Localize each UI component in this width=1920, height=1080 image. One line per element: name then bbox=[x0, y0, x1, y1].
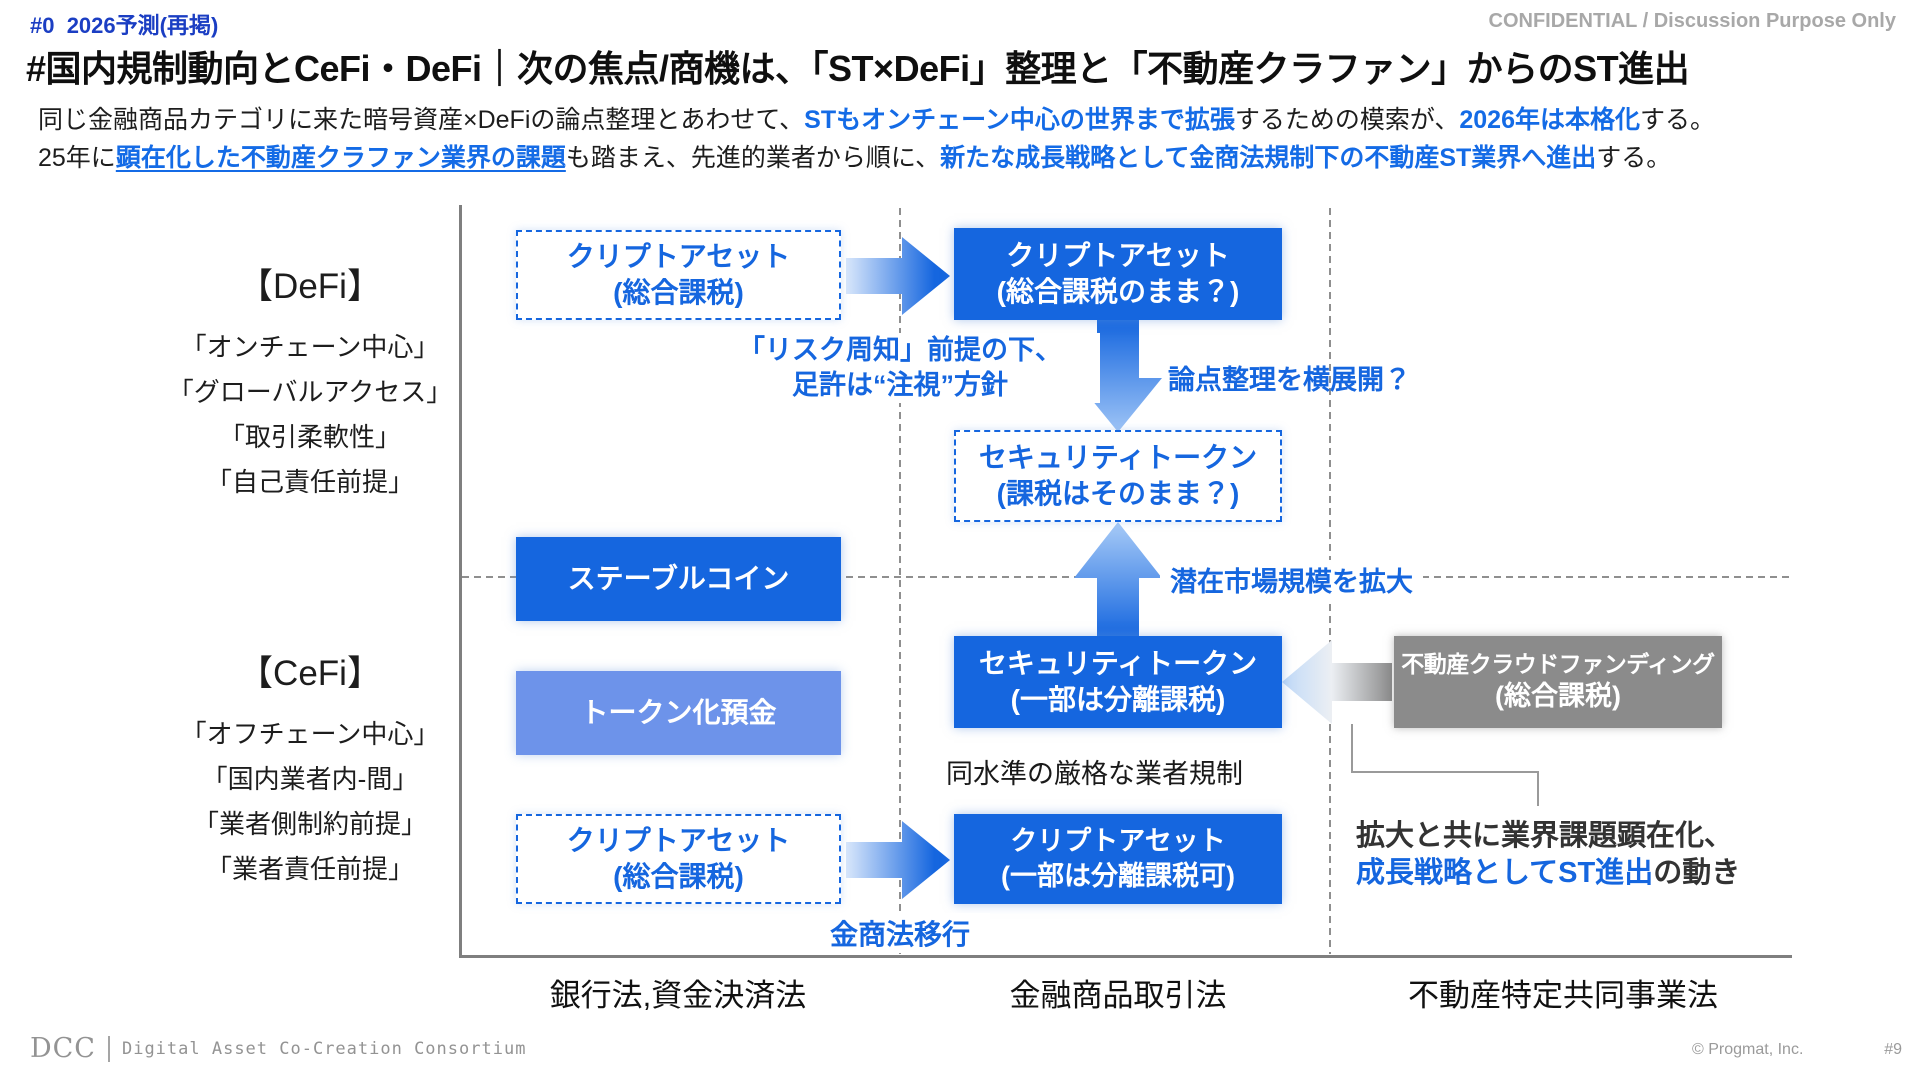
cross-deploy-note: 論点整理を横展開？ bbox=[1168, 365, 1411, 395]
expand-note: 拡大と共に業界課題顕在化、 成長戦略としてST進出の動き bbox=[1356, 820, 1741, 889]
footer-divider bbox=[107, 1035, 110, 1062]
lead-paragraph: 同じ金融商品カテゴリに来た暗号資産×DeFiの論点整理とあわせて、STもオンチェ… bbox=[38, 101, 1908, 177]
footer-logo-block: DCC Digital Asset Co-Creation Consortium bbox=[30, 1033, 526, 1064]
arrow-down-icon bbox=[1074, 320, 1162, 432]
defi-title: 【DeFi】 bbox=[238, 267, 382, 306]
defi-item: 「取引柔軟性」 bbox=[218, 422, 401, 452]
arrow-up-icon bbox=[1074, 522, 1162, 638]
fiea-shift-note: 金商法移行 bbox=[810, 913, 990, 953]
slide-tag: #0 2026予測(再掲) bbox=[30, 13, 219, 38]
box-tokenized-deposit: トークン化預金 bbox=[516, 671, 841, 755]
cefi-label-block: 【CeFi】 「オフチェーン中心」 「国内業者内-間」 「業者側制約前提」 「業… bbox=[155, 645, 465, 892]
y-axis-line bbox=[459, 205, 462, 958]
lead-line-2: 25年に顕在化した不動産クラファン業界の課題も踏まえ、先進的業者から順に、新たな… bbox=[38, 144, 1672, 172]
cefi-item: 「業者責任前提」 bbox=[205, 854, 414, 884]
market-expand-note: 潜在市場規模を拡大 bbox=[1160, 560, 1423, 599]
dcc-logo: DCC bbox=[30, 1033, 96, 1064]
page-number: #9 bbox=[1884, 1041, 1902, 1058]
cefi-title: 【CeFi】 bbox=[238, 654, 382, 693]
axis-label-realestate: 不動産特定共同事業法 bbox=[1408, 978, 1718, 1013]
arrow-left-icon bbox=[1282, 640, 1392, 724]
box-crypto-defi-after: クリプトアセット (総合課税のまま？) bbox=[954, 228, 1282, 320]
cefi-item: 「業者側制約前提」 bbox=[192, 809, 427, 839]
box-crypto-cefi-after: クリプトアセット (一部は分離課税可) bbox=[954, 814, 1282, 904]
defi-label-block: 【DeFi】 「オンチェーン中心」 「グローバルアクセス」 「取引柔軟性」 「自… bbox=[155, 258, 465, 505]
box-crypto-defi-before: クリプトアセット (総合課税) bbox=[516, 230, 841, 320]
same-level-note: 同水準の厳格な業者規制 bbox=[946, 759, 1243, 789]
axis-label-banking: 銀行法,資金決済法 bbox=[549, 978, 807, 1013]
copyright: © Progmat, Inc. bbox=[1692, 1041, 1804, 1058]
axis-label-fiea: 金融商品取引法 bbox=[1009, 978, 1227, 1013]
box-stablecoin: ステーブルコイン bbox=[516, 537, 841, 621]
lead-line-1: 同じ金融商品カテゴリに来た暗号資産×DeFiの論点整理とあわせて、STもオンチェ… bbox=[38, 106, 1715, 134]
box-real-estate-cf: 不動産クラウドファンディング (総合課税) bbox=[1394, 636, 1722, 728]
defi-item: 「自己責任前提」 bbox=[205, 467, 414, 497]
box-crypto-cefi-before: クリプトアセット (総合課税) bbox=[516, 814, 841, 904]
consortium-name: Digital Asset Co-Creation Consortium bbox=[121, 1038, 527, 1059]
defi-item: 「オンチェーン中心」 bbox=[180, 332, 440, 362]
arrow-right-bottom-icon bbox=[846, 821, 950, 899]
box-st-cefi: セキュリティトークン (一部は分離課税) bbox=[954, 636, 1282, 728]
defi-item: 「グローバルアクセス」 bbox=[167, 377, 453, 407]
cefi-item: 「国内業者内-間」 bbox=[201, 764, 419, 794]
box-st-defi: セキュリティトークン (課税はそのまま？) bbox=[954, 430, 1282, 522]
divider-banking-fiea bbox=[899, 208, 901, 954]
confidential-label: CONFIDENTIAL / Discussion Purpose Only bbox=[1488, 10, 1896, 32]
arrow-right-top-icon bbox=[846, 237, 950, 315]
x-axis-line bbox=[459, 955, 1792, 958]
cefi-item: 「オフチェーン中心」 bbox=[180, 719, 440, 749]
elbow-connector bbox=[1351, 724, 1539, 806]
risk-note: 「リスク周知」前提の下、 足許は“注視”方針 bbox=[700, 333, 1100, 403]
page-title: #国内規制動向とCeFi・DeFi｜次の焦点/商機は、「ST×DeFi」整理と「… bbox=[26, 48, 1690, 89]
